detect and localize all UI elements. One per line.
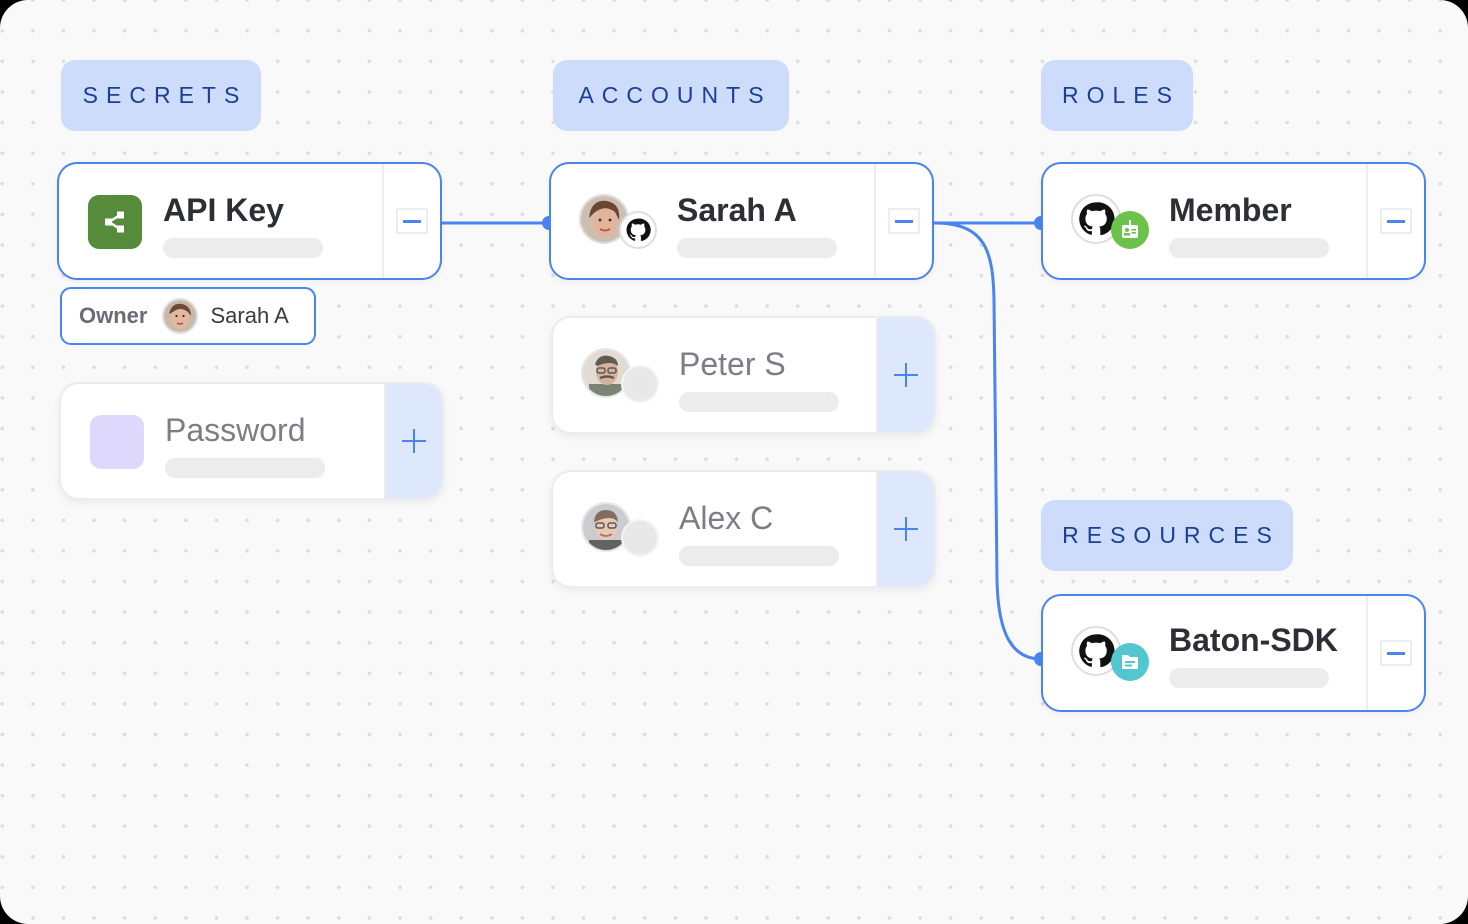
column-label-secrets: SECRETS [61, 60, 261, 131]
id-badge-icon [1111, 211, 1149, 249]
add-panel[interactable] [876, 472, 934, 586]
placeholder-bar [1169, 668, 1329, 688]
node-title: Baton-SDK [1169, 622, 1338, 658]
remove-button[interactable] [1380, 640, 1412, 666]
owner-name: Sarah A [210, 303, 289, 328]
column-label-resources: RESOURCES [1041, 500, 1293, 571]
remove-panel [874, 164, 932, 278]
peter-avatar [581, 348, 631, 398]
github-icon [1071, 626, 1121, 676]
empty-badge [621, 519, 659, 557]
remove-panel [1366, 596, 1424, 710]
github-icon [619, 211, 657, 249]
role-icon-group [1071, 194, 1151, 254]
add-button[interactable] [894, 363, 918, 387]
add-button[interactable] [894, 517, 918, 541]
remove-panel [1366, 164, 1424, 278]
blank-square-icon [90, 415, 144, 469]
empty-badge [621, 365, 659, 403]
account-node-alex-c[interactable]: Alex C [551, 470, 936, 588]
add-panel[interactable] [384, 384, 442, 498]
alex-avatar [581, 502, 631, 552]
github-icon [1071, 194, 1121, 244]
owner-chip[interactable]: Owner Sarah A [60, 287, 316, 345]
column-label-accounts: ACCOUNTS [553, 60, 789, 131]
placeholder-bar [163, 238, 323, 258]
placeholder-bar [165, 458, 325, 478]
owner-label: Owner [79, 303, 148, 328]
add-panel[interactable] [876, 318, 934, 432]
node-title: Peter S [679, 346, 786, 382]
share-icon [88, 195, 142, 249]
column-label-roles: ROLES [1041, 60, 1193, 131]
remove-panel [382, 164, 440, 278]
account-avatar-group [579, 194, 659, 254]
placeholder-bar [679, 546, 839, 566]
account-avatar-group [581, 502, 661, 562]
secret-node-api-key[interactable]: API Key [57, 162, 442, 280]
account-avatar-group [581, 348, 661, 408]
remove-button[interactable] [396, 208, 428, 234]
folder-icon [1111, 643, 1149, 681]
node-title: Password [165, 412, 306, 448]
placeholder-bar [677, 238, 837, 258]
edge-sarah-batonsdk [933, 221, 1042, 661]
resource-icon-group [1071, 626, 1151, 686]
role-node-member[interactable]: Member [1041, 162, 1426, 280]
node-title: Member [1169, 192, 1292, 228]
node-title: Alex C [679, 500, 774, 536]
account-node-sarah-a[interactable]: Sarah A [549, 162, 934, 280]
resource-node-baton-sdk[interactable]: Baton-SDK [1041, 594, 1426, 712]
placeholder-bar [1169, 238, 1329, 258]
secret-node-password[interactable]: Password [59, 382, 444, 500]
owner-avatar [162, 298, 199, 334]
node-title: Sarah A [677, 192, 797, 228]
remove-button[interactable] [888, 208, 920, 234]
add-button[interactable] [402, 429, 426, 453]
remove-button[interactable] [1380, 208, 1412, 234]
account-node-peter-s[interactable]: Peter S [551, 316, 936, 434]
node-title: API Key [163, 192, 284, 228]
placeholder-bar [679, 392, 839, 412]
